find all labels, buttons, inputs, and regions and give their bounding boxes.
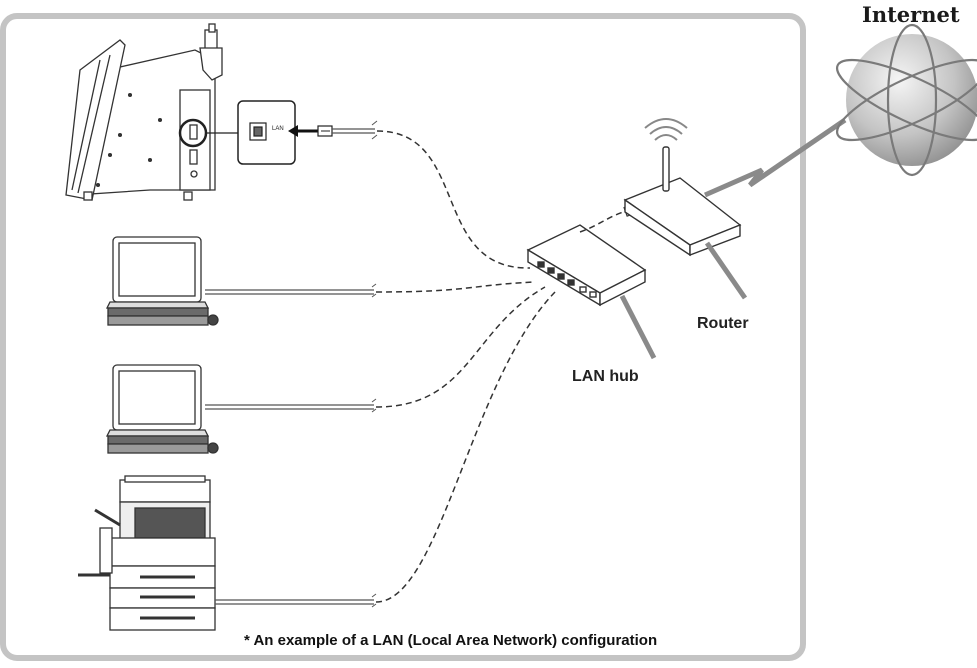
internet-label: Internet [862, 2, 960, 27]
computer-1-icon [105, 236, 219, 326]
cable-computer-1 [205, 289, 374, 295]
dashed-link-computer-2 [375, 286, 546, 408]
dashed-link-computer-1 [375, 281, 536, 293]
router-label: Router [697, 315, 749, 332]
lan-hub-icon [526, 224, 647, 307]
internet-connection-line [703, 117, 847, 198]
computer-2-icon [105, 364, 219, 454]
hub-leader-line [619, 294, 657, 360]
configuration-footnote: * An example of a LAN (Local Area Networ… [244, 632, 658, 649]
cable-computer-2 [205, 404, 374, 410]
dashed-link-hub-router [579, 209, 631, 233]
network-frame [0, 13, 806, 661]
lan-port-label: LAN [272, 126, 284, 132]
router-icon [623, 146, 742, 257]
lan-hub-label: LAN hub [572, 368, 639, 385]
internet-globe-icon [836, 23, 977, 177]
lan-port-icon [249, 122, 267, 141]
wifi-icon [644, 118, 688, 141]
dashed-link-printer [376, 130, 531, 269]
cable-copier [215, 599, 374, 605]
printer-device-icon [65, 23, 223, 201]
dashed-link-copier [375, 291, 556, 603]
plug-arrow-icon [288, 125, 333, 137]
router-leader-line [704, 241, 748, 300]
copier-icon [78, 475, 216, 631]
